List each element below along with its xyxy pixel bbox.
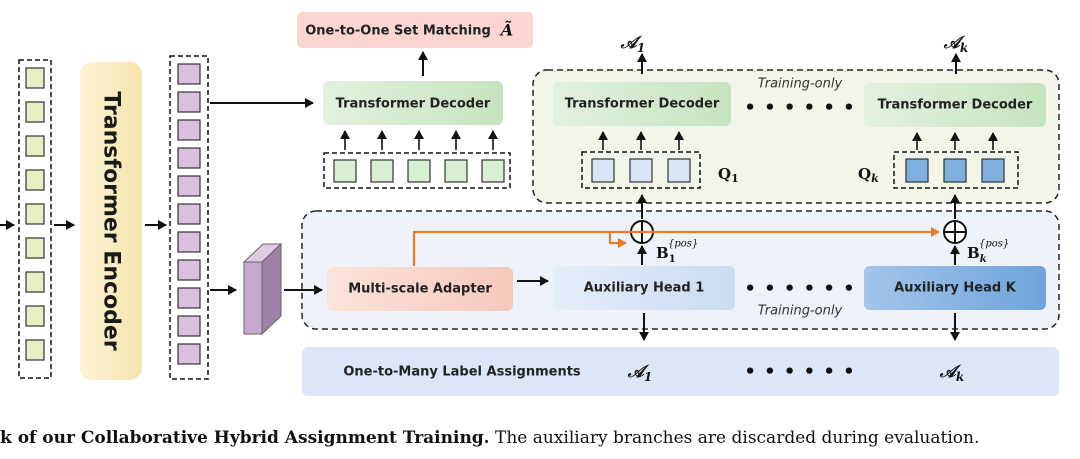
main-queries bbox=[333, 159, 505, 183]
transformer-encoder-block bbox=[80, 62, 142, 380]
q1-queries bbox=[591, 158, 691, 183]
feature-token bbox=[177, 315, 201, 337]
query-token bbox=[481, 159, 505, 183]
query-token bbox=[667, 158, 691, 183]
aux-transformer-decoder-1 bbox=[553, 82, 731, 126]
query-token bbox=[333, 159, 357, 183]
auxiliary-head-k bbox=[864, 266, 1046, 310]
auxiliary-head-1-label: Auxiliary Head 1 bbox=[584, 281, 705, 296]
input-tokens bbox=[25, 67, 45, 361]
one-to-one-set-matching-box bbox=[297, 12, 533, 48]
input-token bbox=[25, 271, 45, 293]
oplus-node-k bbox=[943, 220, 967, 244]
main-query-arrows bbox=[340, 130, 498, 150]
input-token bbox=[25, 101, 45, 123]
input-token-column bbox=[18, 59, 52, 379]
caption-bold: k of our Collaborative Hybrid Assignment… bbox=[0, 428, 490, 448]
encoder-features bbox=[177, 63, 201, 365]
input-token bbox=[25, 67, 45, 89]
input-token bbox=[25, 305, 45, 327]
bk-pos-symbol: Bk bbox=[967, 244, 987, 265]
q1-symbol: Q1 bbox=[718, 165, 739, 185]
middle-ellipsis: • • • • • • bbox=[744, 279, 855, 300]
feature-map-prism bbox=[242, 242, 283, 336]
feature-token bbox=[177, 203, 201, 225]
feature-token bbox=[177, 287, 201, 309]
input-token bbox=[25, 135, 45, 157]
diagram-canvas: Transformer Encoder One-to-One Set Match… bbox=[0, 12, 1060, 396]
qk-query-arrows bbox=[912, 132, 998, 150]
figure-caption: k of our Collaborative Hybrid Assignment… bbox=[0, 428, 1080, 448]
main-query-group bbox=[323, 152, 511, 189]
bottom-ellipsis: • • • • • • bbox=[744, 362, 855, 383]
top-ellipsis: • • • • • • bbox=[744, 98, 855, 119]
feature-token bbox=[177, 231, 201, 253]
input-token bbox=[25, 203, 45, 225]
feature-token bbox=[177, 147, 201, 169]
auxiliary-head-1 bbox=[553, 266, 735, 310]
query-token bbox=[407, 159, 431, 183]
q1-query-arrows bbox=[598, 131, 684, 150]
feature-token bbox=[177, 63, 201, 85]
one-to-one-set-matching-label: One-to-One Set Matching bbox=[305, 24, 491, 39]
query-token bbox=[905, 158, 929, 183]
query-token bbox=[370, 159, 394, 183]
encoder-feature-column bbox=[169, 55, 209, 380]
transformer-encoder-label: Transformer Encoder bbox=[99, 91, 124, 350]
top-ak-symbol: 𝒜k bbox=[943, 33, 968, 55]
training-only-bottom-label: Training-only bbox=[758, 304, 843, 319]
input-token bbox=[25, 339, 45, 361]
query-token bbox=[591, 158, 615, 183]
top-a1-symbol: 𝒜1 bbox=[620, 33, 645, 55]
auxiliary-head-k-label: Auxiliary Head K bbox=[894, 281, 1017, 296]
b1-pos-symbol: B1 bbox=[656, 244, 676, 265]
aux-transformer-decoder-k-label: Transformer Decoder bbox=[878, 98, 1033, 113]
bk-pos-superscript: {pos} bbox=[979, 239, 1009, 250]
feature-token bbox=[177, 91, 201, 113]
multi-scale-adapter bbox=[327, 267, 513, 311]
query-token bbox=[444, 159, 468, 183]
multi-scale-adapter-label: Multi-scale Adapter bbox=[348, 282, 492, 297]
main-transformer-decoder-label: Transformer Decoder bbox=[336, 97, 491, 112]
one-to-one-symbol: Ã bbox=[499, 19, 513, 40]
input-token bbox=[25, 169, 45, 191]
one-to-many-bar bbox=[302, 347, 1059, 396]
feature-token bbox=[177, 259, 201, 281]
qk-symbol: Qk bbox=[858, 165, 879, 185]
query-token bbox=[629, 158, 653, 183]
feature-token bbox=[177, 119, 201, 141]
caption-text: The auxiliary branches are discarded dur… bbox=[489, 428, 980, 448]
training-only-top-label: Training-only bbox=[758, 77, 843, 92]
input-token bbox=[25, 237, 45, 259]
query-token bbox=[981, 158, 1005, 183]
one-to-many-label: One-to-Many Label Assignments bbox=[343, 365, 581, 380]
query-token bbox=[943, 158, 967, 183]
b1-pos-superscript: {pos} bbox=[668, 239, 698, 250]
feature-token bbox=[177, 343, 201, 365]
qk-queries bbox=[905, 158, 1005, 183]
feature-token bbox=[177, 175, 201, 197]
aux-transformer-decoder-k bbox=[864, 83, 1046, 127]
main-transformer-decoder bbox=[323, 81, 503, 125]
q1-query-group bbox=[581, 151, 701, 189]
aux-transformer-decoder-1-label: Transformer Decoder bbox=[565, 97, 720, 112]
